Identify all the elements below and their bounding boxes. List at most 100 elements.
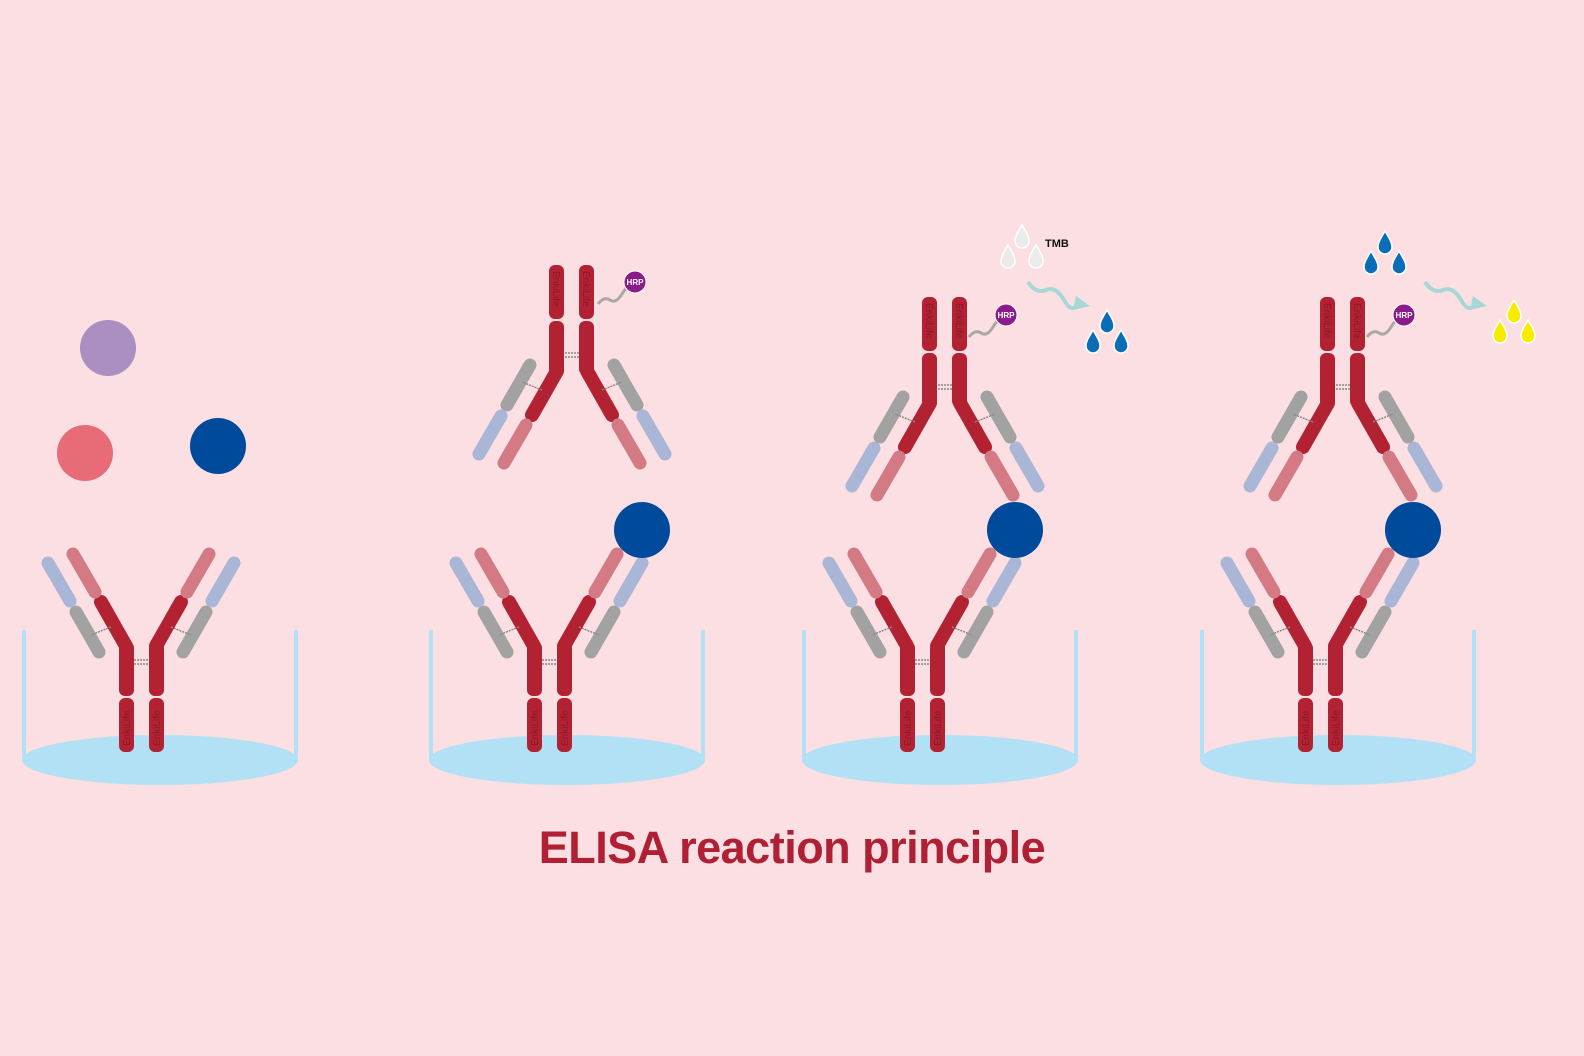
heavy-chain-fc-lower-left bbox=[900, 698, 915, 752]
microplate-well bbox=[429, 630, 705, 785]
light-chain-constant-left bbox=[1378, 390, 1415, 444]
heavy-chain-arm-left bbox=[502, 595, 541, 653]
heavy-chain-variable-left bbox=[1245, 547, 1281, 599]
tmb-drop-icon bbox=[1028, 243, 1044, 269]
heavy-chain-fc-upper-right bbox=[1328, 642, 1343, 696]
light-chain-constant-right bbox=[873, 390, 910, 444]
yellow-product-drop-icon bbox=[1506, 298, 1522, 324]
tmb-label: TMB bbox=[1045, 238, 1069, 250]
disulfide-bond bbox=[951, 626, 973, 636]
light-chain-variable-right bbox=[1384, 556, 1420, 608]
light-chain-variable-left bbox=[449, 556, 485, 608]
heavy-chain-arm-right bbox=[149, 595, 188, 653]
disulfide-bond bbox=[498, 626, 520, 636]
microplate-well bbox=[22, 630, 298, 785]
heavy-chain-variable-right bbox=[1359, 547, 1395, 599]
disulfide-bond bbox=[1372, 413, 1394, 423]
well-bottom bbox=[1200, 735, 1476, 785]
blue-product-drop-icon bbox=[1085, 328, 1101, 354]
microplate-well bbox=[802, 630, 1078, 785]
heavy-chain-arm-right bbox=[1296, 396, 1335, 454]
disulfide-bond bbox=[894, 413, 916, 423]
antigen-nonspecific-pink bbox=[57, 425, 113, 481]
detection-antibody: EnkiLife EnkiLife bbox=[1243, 297, 1443, 502]
heavy-chain-fc-upper-left bbox=[579, 321, 594, 375]
heavy-chain-fc-upper-right bbox=[930, 642, 945, 696]
hrp-enzyme-icon bbox=[623, 270, 647, 294]
well-bottom bbox=[802, 735, 1078, 785]
heavy-chain-fc-lower-right bbox=[1328, 698, 1343, 752]
watermark-text: EnkiLife bbox=[152, 710, 163, 746]
watermark-text: EnkiLife bbox=[550, 271, 561, 307]
light-chain-constant-right bbox=[500, 358, 537, 412]
watermark-text: EnkiLife bbox=[903, 710, 914, 746]
heavy-chain-fc-upper-left bbox=[119, 642, 134, 696]
heavy-chain-arm-right bbox=[525, 364, 564, 422]
disulfide-bond bbox=[1292, 413, 1314, 423]
watermark-text: EnkiLife bbox=[1321, 303, 1332, 339]
disulfide-bond bbox=[974, 413, 996, 423]
heavy-chain-fc-lower-left bbox=[1350, 297, 1365, 351]
light-chain-constant-left bbox=[477, 605, 514, 659]
light-chain-constant-left bbox=[69, 605, 106, 659]
heavy-chain-variable-right bbox=[497, 418, 533, 470]
heavy-chain-fc-upper-left bbox=[527, 642, 542, 696]
light-chain-constant-right bbox=[1355, 605, 1392, 659]
heavy-chain-fc-upper-right bbox=[149, 642, 164, 696]
heavy-chain-variable-right bbox=[961, 547, 997, 599]
heavy-chain-fc-lower-left bbox=[1298, 698, 1313, 752]
light-chain-variable-right bbox=[986, 556, 1022, 608]
blue-product-drop-icon bbox=[1099, 308, 1115, 334]
light-chain-variable-left bbox=[636, 409, 672, 461]
heavy-chain-fc-lower-right bbox=[149, 698, 164, 752]
heavy-chain-arm-right bbox=[930, 595, 969, 653]
heavy-chain-fc-upper-right bbox=[557, 642, 572, 696]
disulfide-bond bbox=[1349, 626, 1371, 636]
heavy-chain-arm-right bbox=[1328, 595, 1367, 653]
disulfide-bond bbox=[578, 626, 600, 636]
heavy-chain-variable-left bbox=[474, 547, 510, 599]
heavy-chain-fc-lower-right bbox=[557, 698, 572, 752]
disulfide-bond bbox=[871, 626, 893, 636]
heavy-chain-arm-right bbox=[898, 396, 937, 454]
yellow-product-drop-icon bbox=[1492, 318, 1508, 344]
heavy-chain-arm-left bbox=[580, 364, 619, 422]
light-chain-variable-left bbox=[822, 556, 858, 608]
yellow-product-drop-icon bbox=[1520, 318, 1536, 344]
heavy-chain-fc-lower-right bbox=[549, 265, 564, 319]
watermark-text: EnkiLife bbox=[580, 271, 591, 307]
heavy-chain-arm-left bbox=[875, 595, 914, 653]
hrp-enzyme-icon bbox=[1392, 303, 1416, 327]
light-chain-constant-left bbox=[1248, 605, 1285, 659]
watermark-text: EnkiLife bbox=[1351, 303, 1362, 339]
watermark-text: EnkiLife bbox=[560, 710, 571, 746]
disulfide-bond bbox=[521, 381, 543, 391]
heavy-chain-fc-lower-right bbox=[1320, 297, 1335, 351]
watermark-text: EnkiLife bbox=[953, 303, 964, 339]
heavy-chain-fc-upper-left bbox=[1298, 642, 1313, 696]
reaction-arrow bbox=[1026, 280, 1080, 311]
heavy-chain-fc-upper-right bbox=[922, 353, 937, 407]
hrp-enzyme-icon bbox=[994, 303, 1018, 327]
heavy-chain-fc-lower-left bbox=[119, 698, 134, 752]
light-chain-variable-left bbox=[1009, 441, 1045, 493]
hrp-label: HRP bbox=[627, 278, 645, 287]
light-chain-constant-right bbox=[584, 605, 621, 659]
heavy-chain-variable-left bbox=[847, 547, 883, 599]
heavy-chain-variable-right bbox=[1268, 450, 1304, 502]
blue-product-drop-icon bbox=[1113, 328, 1129, 354]
heavy-chain-fc-upper-right bbox=[549, 321, 564, 375]
heavy-chain-arm-left bbox=[1351, 396, 1390, 454]
light-chain-constant-right bbox=[957, 605, 994, 659]
heavy-chain-variable-right bbox=[588, 547, 624, 599]
watermark-text: EnkiLife bbox=[530, 710, 541, 746]
heavy-chain-variable-left bbox=[1382, 450, 1418, 502]
watermark-text: EnkiLife bbox=[1331, 710, 1342, 746]
light-chain-variable-left bbox=[1407, 441, 1443, 493]
antigen-target bbox=[190, 418, 246, 474]
light-chain-variable-right bbox=[613, 556, 649, 608]
